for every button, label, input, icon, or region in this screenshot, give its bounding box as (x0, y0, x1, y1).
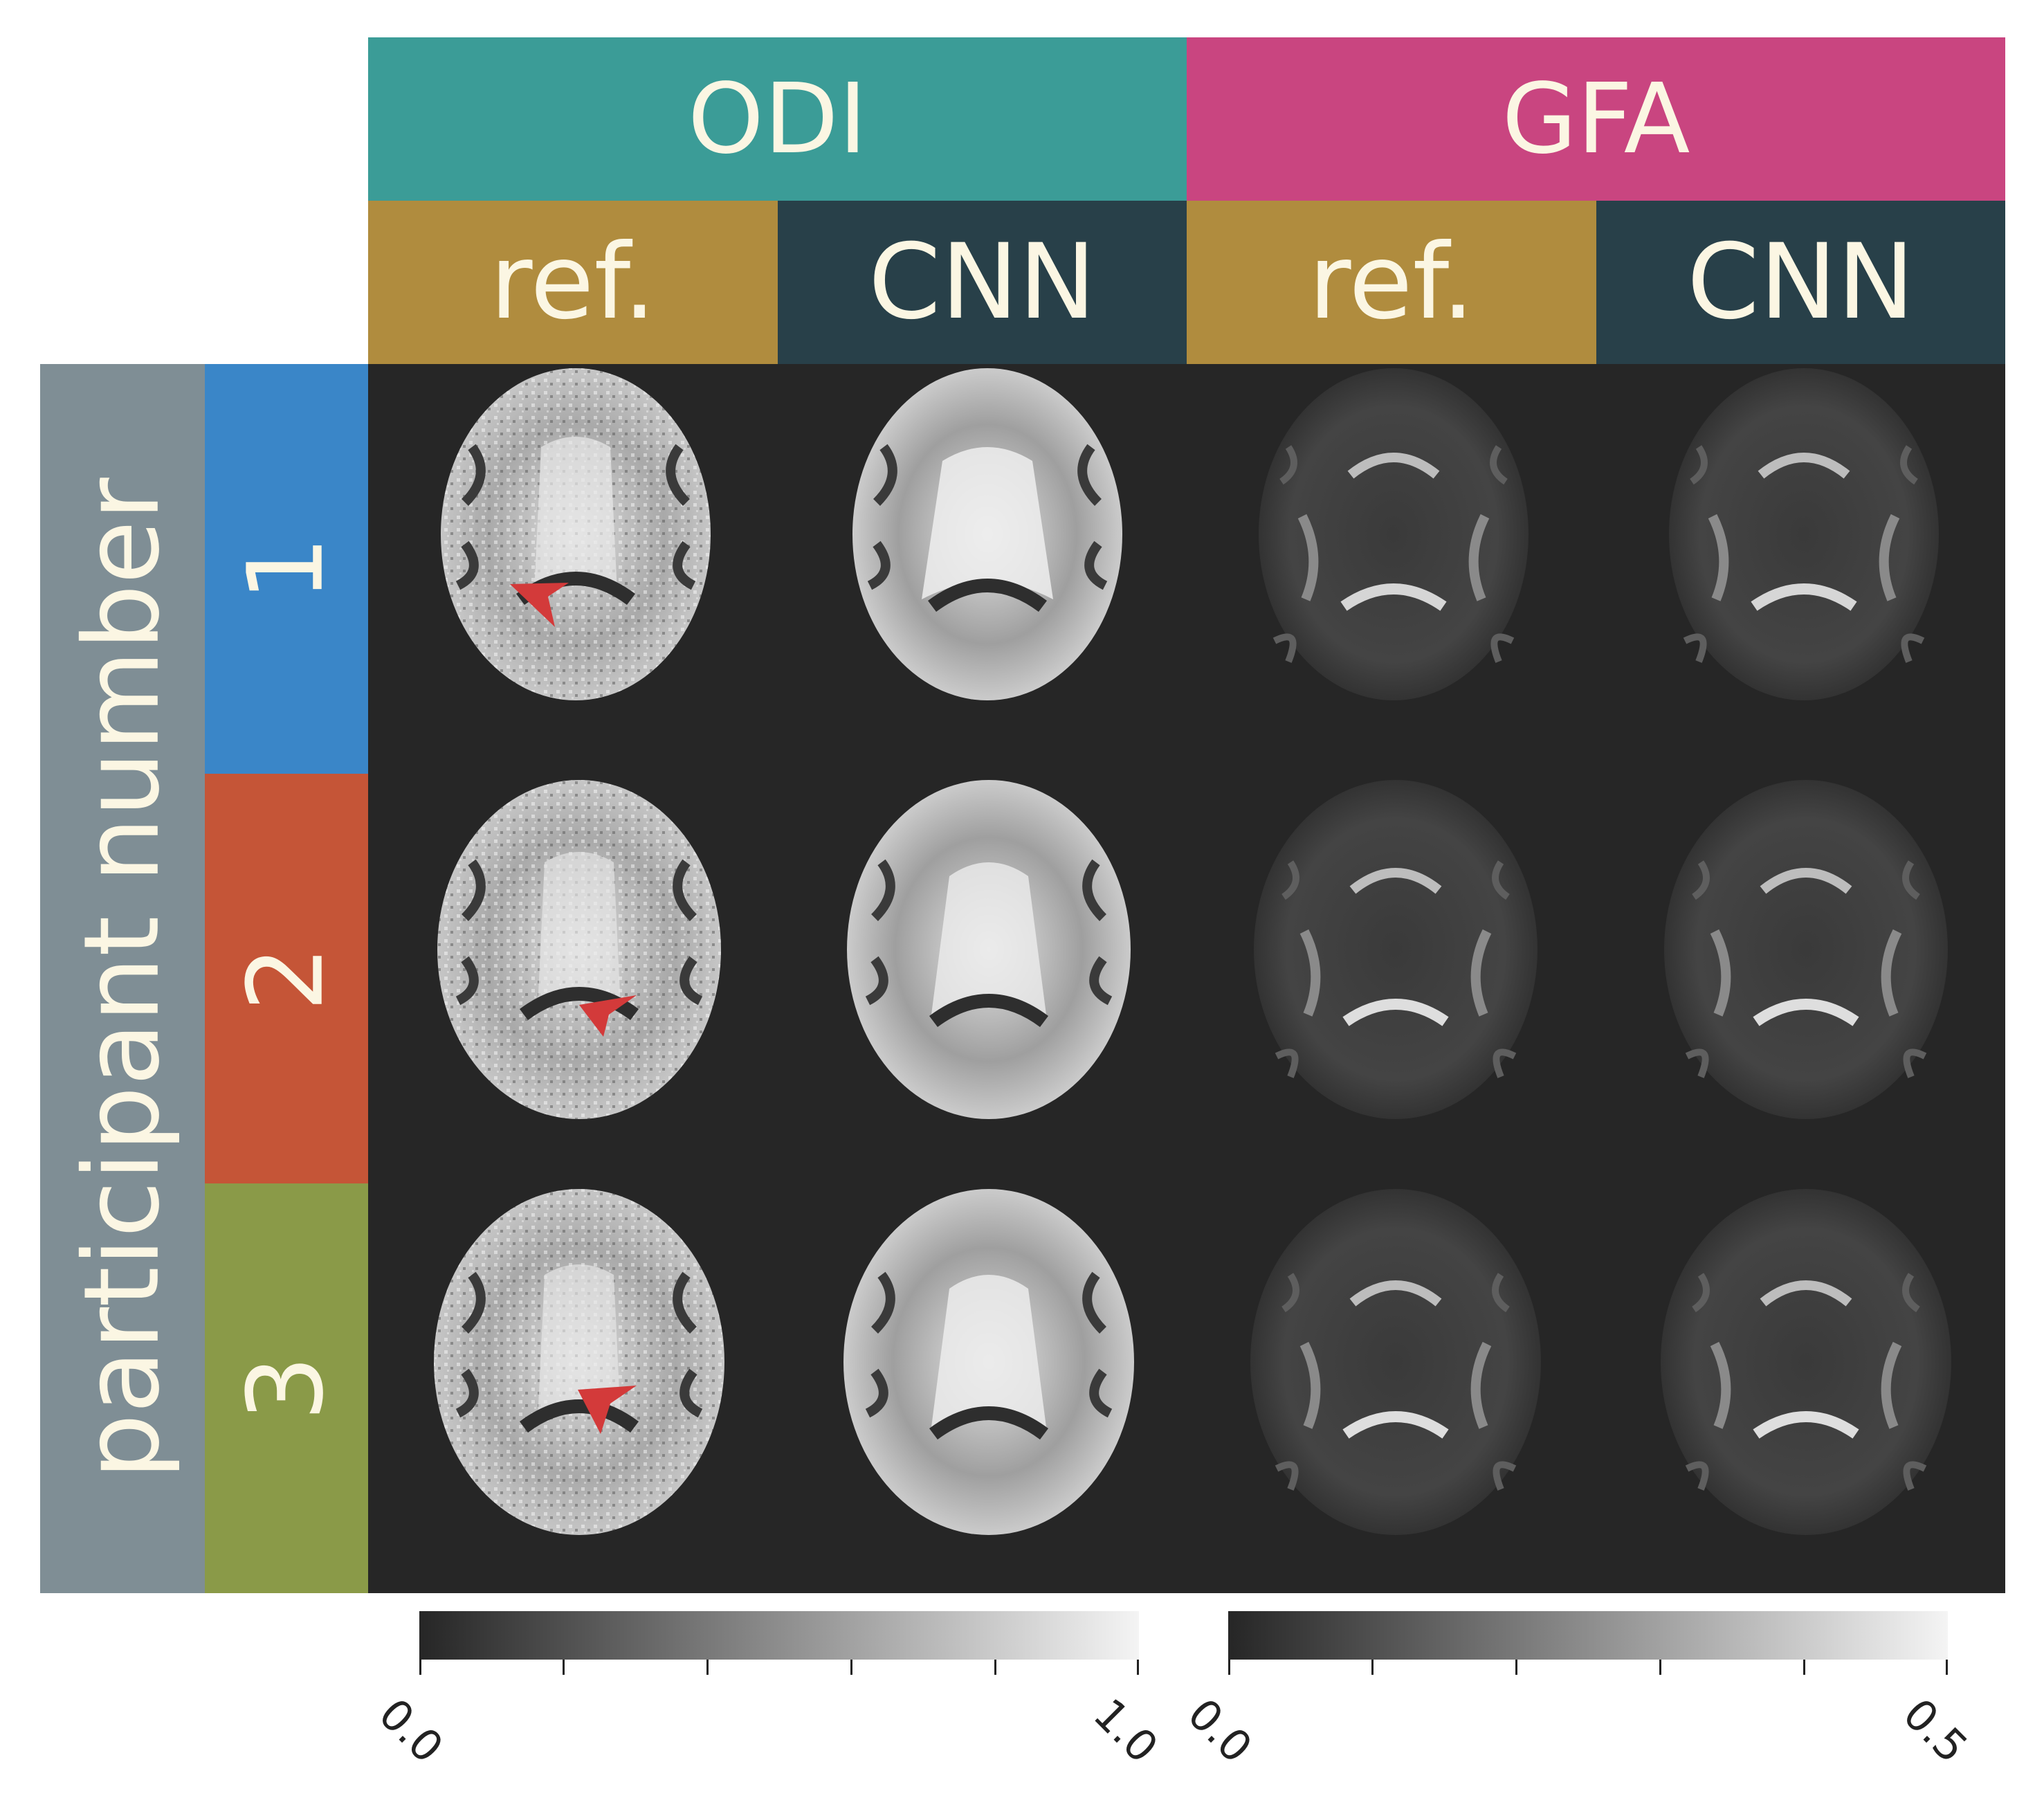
slice-p1-gfa-cnn (1669, 368, 1939, 700)
colorbar-odi-max-label: 1.0 (1084, 1689, 1168, 1773)
slice-p3-gfa-ref (1250, 1189, 1541, 1535)
colorbar-gfa-min-label: 0.0 (1178, 1689, 1262, 1773)
row-number: 2 (226, 945, 347, 1012)
slice-p3-odi-ref (434, 1189, 724, 1535)
colorbar-gfa (1228, 1611, 1948, 1660)
colorbar-odi (419, 1611, 1139, 1660)
row-group-label: participant number (40, 364, 205, 1593)
subcolumn-label: ref. (489, 222, 657, 343)
slice-p1-odi-cnn (852, 368, 1122, 700)
arrowhead-p3 (578, 1386, 637, 1434)
metric-header-gfa: GFA (1187, 37, 2005, 201)
slice-p1-gfa-ref (1259, 368, 1529, 700)
slice-p2-odi-cnn (847, 780, 1131, 1119)
colorbar-gfa-ticks (1228, 1660, 1948, 1676)
colorbar-odi-ticks (419, 1660, 1139, 1676)
subcolumn-label: ref. (1308, 222, 1475, 343)
image-panel (368, 364, 2005, 1593)
subcolumn-header-odi-cnn: CNN (778, 201, 1187, 364)
slice-p2-gfa-cnn (1664, 780, 1948, 1119)
subcolumn-label: CNN (1686, 222, 1915, 343)
metric-header-odi: ODI (368, 37, 1187, 201)
slice-p2-odi-ref (437, 780, 721, 1119)
row-label-3: 3 (205, 1183, 368, 1593)
brain-slices (434, 368, 1951, 1535)
row-group-text: participant number (62, 478, 183, 1480)
row-number: 3 (226, 1355, 347, 1422)
colorbar-odi-min-label: 0.0 (369, 1689, 453, 1773)
subcolumn-header-gfa-ref: ref. (1187, 201, 1596, 364)
subcolumn-header-gfa-cnn: CNN (1596, 201, 2005, 364)
slice-p1-odi-ref (441, 368, 711, 700)
subcolumn-header-odi-ref: ref. (368, 201, 778, 364)
colorbar-gfa-max-label: 0.5 (1893, 1689, 1978, 1773)
metric-label: ODI (687, 62, 868, 176)
slice-p3-gfa-cnn (1661, 1189, 1951, 1535)
subcolumn-label: CNN (868, 222, 1097, 343)
metric-label: GFA (1502, 62, 1690, 176)
row-label-2: 2 (205, 774, 368, 1183)
arrowhead-p2 (579, 995, 637, 1037)
row-label-1: 1 (205, 364, 368, 774)
row-number: 1 (226, 536, 347, 602)
slice-p3-odi-cnn (843, 1189, 1134, 1535)
slice-p2-gfa-ref (1254, 780, 1537, 1119)
arrowhead-p1 (510, 583, 569, 627)
